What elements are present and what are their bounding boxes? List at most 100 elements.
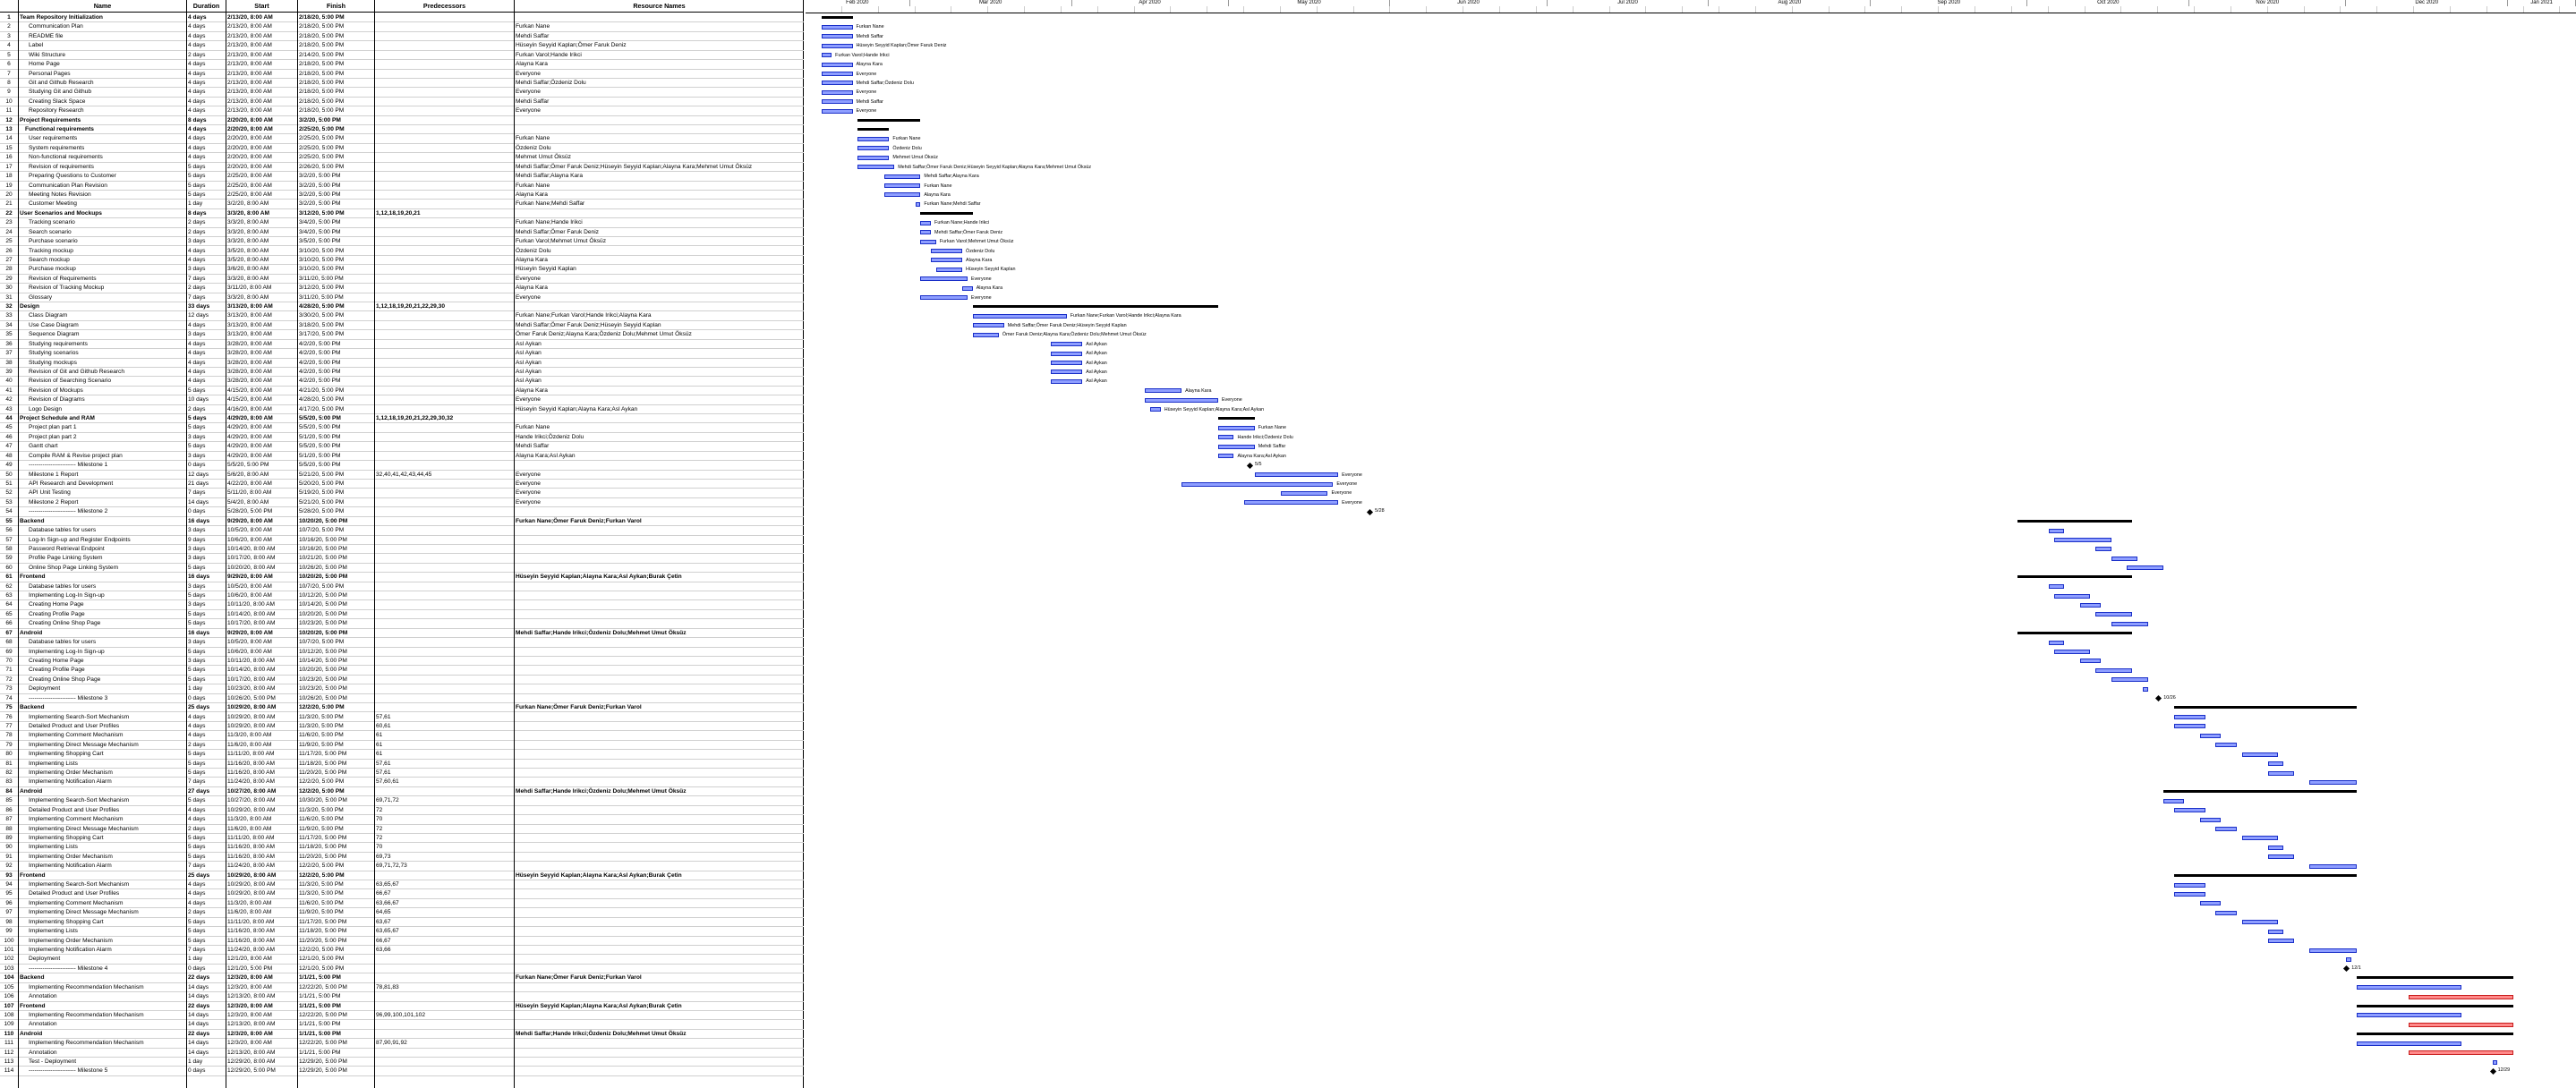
task-bar[interactable] xyxy=(2215,827,2237,832)
task-bar[interactable] xyxy=(1217,454,1234,459)
task-bar[interactable] xyxy=(2173,724,2205,729)
task-bar[interactable] xyxy=(2142,686,2148,692)
task-bar[interactable] xyxy=(2409,994,2513,999)
task-bar[interactable] xyxy=(1051,378,1083,384)
summary-bar[interactable] xyxy=(2356,1004,2513,1007)
task-bar[interactable] xyxy=(2267,939,2294,944)
col-header-resources[interactable]: Resource Names xyxy=(514,0,804,13)
task-bar[interactable] xyxy=(2267,929,2284,934)
col-header-predecessors[interactable]: Predecessors xyxy=(374,0,514,13)
task-bar[interactable] xyxy=(821,99,853,105)
task-bar[interactable] xyxy=(2095,547,2111,552)
milestone-marker[interactable] xyxy=(2155,695,2162,702)
task-bar[interactable] xyxy=(821,43,853,48)
task-bar[interactable] xyxy=(883,174,921,179)
task-bar[interactable] xyxy=(821,34,853,39)
task-bar[interactable] xyxy=(2309,948,2357,953)
task-bar[interactable] xyxy=(931,249,963,253)
summary-bar[interactable] xyxy=(972,305,1218,309)
task-bar[interactable] xyxy=(821,72,853,77)
summary-bar[interactable] xyxy=(2017,631,2133,634)
task-bar[interactable] xyxy=(2215,910,2237,915)
task-bar[interactable] xyxy=(2095,667,2133,673)
task-bar[interactable] xyxy=(821,24,853,30)
summary-bar[interactable] xyxy=(857,128,890,132)
task-bar[interactable] xyxy=(972,323,1004,328)
task-bar[interactable] xyxy=(1051,351,1083,356)
summary-bar[interactable] xyxy=(857,118,921,122)
task-bar[interactable] xyxy=(1150,407,1161,412)
task-bar[interactable] xyxy=(2267,770,2294,776)
summary-bar[interactable] xyxy=(2356,1032,2513,1035)
task-bar[interactable] xyxy=(2199,733,2222,738)
milestone-marker[interactable] xyxy=(2343,965,2350,973)
task-bar[interactable] xyxy=(2053,538,2111,543)
task-bar[interactable] xyxy=(2053,593,2091,599)
task-bar[interactable] xyxy=(2267,845,2284,850)
task-bar[interactable] xyxy=(2048,584,2065,590)
summary-bar[interactable] xyxy=(2163,789,2357,793)
col-header-finish[interactable]: Finish xyxy=(297,0,374,13)
task-bar[interactable] xyxy=(2079,602,2102,608)
task-bar[interactable] xyxy=(920,230,932,235)
task-bar[interactable] xyxy=(2048,528,2065,533)
task-bar[interactable] xyxy=(2492,1059,2498,1065)
task-bar[interactable] xyxy=(2267,761,2284,767)
task-bar[interactable] xyxy=(1145,397,1218,403)
task-bar[interactable] xyxy=(920,239,936,244)
task-bar[interactable] xyxy=(920,276,968,282)
task-bar[interactable] xyxy=(2267,854,2294,860)
summary-bar[interactable] xyxy=(2173,873,2357,877)
task-bar[interactable] xyxy=(2241,752,2279,757)
task-bar[interactable] xyxy=(2173,715,2205,719)
task-bar[interactable] xyxy=(2079,659,2102,664)
task-bar[interactable] xyxy=(1217,444,1255,449)
